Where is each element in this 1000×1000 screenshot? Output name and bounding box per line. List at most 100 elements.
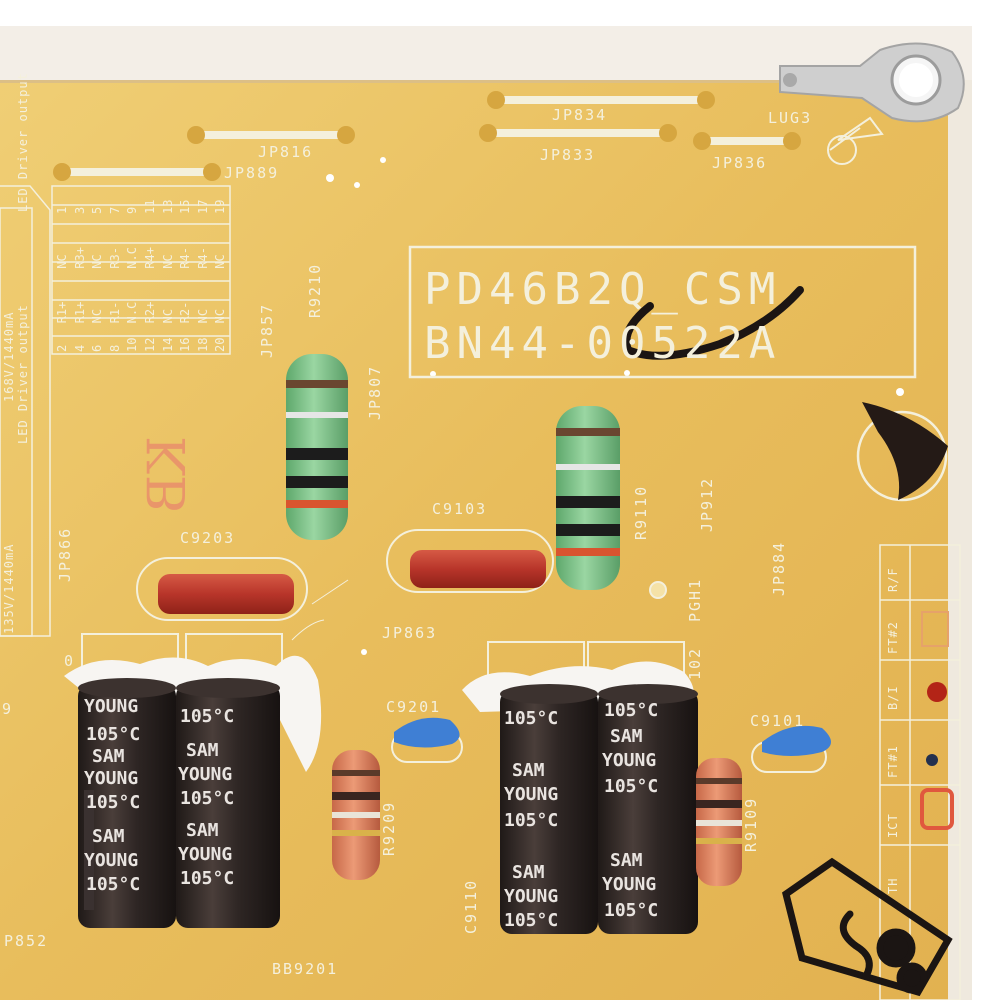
label-102: 102 bbox=[686, 646, 704, 680]
label-r9209: R9209 bbox=[380, 800, 398, 856]
cap3-text-d: 105°C bbox=[504, 810, 558, 831]
pin-table-cell: 18 bbox=[195, 337, 210, 352]
pin-table-cell: 1 bbox=[55, 206, 69, 215]
pin-table-cell: 11 bbox=[142, 199, 157, 215]
cap4-text-f: YOUNG bbox=[602, 874, 656, 895]
pin-table-cell: NC bbox=[90, 308, 105, 324]
cap3-text-c: YOUNG bbox=[504, 784, 558, 805]
pin-table-cell: 12 bbox=[142, 337, 157, 352]
label-jp834: JP834 bbox=[552, 106, 608, 124]
pin-table-cell: R2- bbox=[178, 301, 193, 324]
pin-table-row: 14 NC NC 13 bbox=[160, 188, 178, 352]
pin-table-cell: 5 bbox=[90, 206, 105, 215]
pin-table-cell: 4 bbox=[72, 344, 87, 352]
cap4-text-g: 105°C bbox=[604, 900, 658, 921]
cap3-text-b: SAM bbox=[512, 760, 545, 781]
qc-marks bbox=[920, 611, 954, 830]
pin-table-cell: 15 bbox=[178, 199, 193, 215]
electrolytic-capacitor-2 bbox=[176, 678, 280, 928]
test-row-ft2: FT#2 bbox=[886, 621, 900, 654]
cap3-text-a: 105°C bbox=[504, 708, 558, 729]
ceramic-capacitor-c9201 bbox=[391, 717, 463, 763]
pin-table-cell: R4- bbox=[178, 247, 193, 269]
resistor-r9110 bbox=[556, 380, 620, 624]
pin-table-cell: N.C bbox=[125, 247, 140, 269]
label-r9210: R9210 bbox=[306, 262, 324, 318]
cap2-text-e: SAM bbox=[186, 820, 219, 841]
pin-table-cell: NC bbox=[160, 254, 175, 269]
label-c9101: C9101 bbox=[750, 712, 806, 730]
test-row-th: TH bbox=[886, 877, 900, 894]
cap2-text-b: SAM bbox=[186, 740, 219, 761]
pin-table-cell: NC bbox=[213, 308, 228, 324]
cap1-text-d: YOUNG bbox=[84, 768, 138, 789]
pin-table-cell: NC bbox=[213, 254, 228, 269]
marker-box-scribble bbox=[782, 857, 953, 997]
test-row-bi: B/I bbox=[886, 685, 900, 710]
test-row-rf: R/F bbox=[886, 567, 900, 592]
label-r9110: R9110 bbox=[632, 484, 650, 540]
test-table-frame bbox=[879, 544, 961, 1000]
pin-table-cell: 2 bbox=[55, 344, 69, 352]
pin-table-cell: NC bbox=[160, 308, 175, 324]
label-jp884: JP884 bbox=[770, 540, 788, 596]
cap2-text-d: 105°C bbox=[180, 788, 234, 809]
resistor-r9210 bbox=[286, 330, 348, 572]
film-capacitor-c9103 bbox=[386, 529, 554, 593]
label-jp912: JP912 bbox=[698, 476, 716, 532]
label-jp857: JP857 bbox=[258, 302, 276, 358]
label-jp852: P852 bbox=[4, 932, 49, 950]
label-jp807: JP807 bbox=[366, 364, 384, 420]
test-row-ft1: FT#1 bbox=[886, 745, 900, 778]
led-driver-line-3: LED Driver output bbox=[16, 304, 30, 444]
pin-table-cell: 14 bbox=[160, 337, 175, 352]
label-bb9201: BB9201 bbox=[272, 960, 339, 978]
board-part-number: BN44-00522A bbox=[424, 318, 782, 369]
test-row-ict: ICT bbox=[886, 813, 900, 838]
label-c9103: C9103 bbox=[432, 500, 488, 518]
resistor-r9209 bbox=[332, 706, 380, 918]
pin-table-cell: 3 bbox=[72, 206, 87, 215]
pin-table-cell: 10 bbox=[125, 337, 140, 352]
cap1-text-c: SAM bbox=[92, 746, 125, 767]
cap1-text-g: YOUNG bbox=[84, 850, 138, 871]
film-capacitor-c9203 bbox=[136, 557, 308, 621]
lug-terminal bbox=[779, 42, 965, 123]
model-box bbox=[408, 245, 917, 379]
cap1-text-e: 105°C bbox=[86, 792, 140, 813]
pin-table-cell: 17 bbox=[195, 199, 210, 215]
pin-table-cell: NC bbox=[90, 254, 105, 269]
pin-table-cell: R1- bbox=[107, 301, 122, 324]
electrolytic-capacitor-4 bbox=[598, 684, 698, 934]
cap2-text-c: YOUNG bbox=[178, 764, 232, 785]
pin-table-cell: 13 bbox=[160, 199, 175, 215]
label-c9110: C9110 bbox=[462, 878, 480, 934]
vias bbox=[326, 157, 904, 655]
label-jp863: JP863 bbox=[382, 624, 438, 642]
electrolytic-capacitor-1 bbox=[78, 678, 176, 928]
cap1-text-a: YOUNG bbox=[84, 696, 138, 717]
label-jp833: JP833 bbox=[540, 146, 596, 164]
resistor-r9109 bbox=[696, 716, 742, 930]
label-jp866: JP866 bbox=[56, 526, 74, 582]
cap1-text-b: 105°C bbox=[86, 724, 140, 745]
cap4-text-d: 105°C bbox=[604, 776, 658, 797]
pin-table-cell: 8 bbox=[107, 344, 122, 352]
cap2-text-f: YOUNG bbox=[178, 844, 232, 865]
pin-table-cell: R2+ bbox=[142, 301, 157, 324]
label-r9109: R9109 bbox=[742, 796, 760, 852]
cap4-text-c: YOUNG bbox=[602, 750, 656, 771]
cap3-text-e: SAM bbox=[512, 862, 545, 883]
pin-table-cell: NC bbox=[55, 254, 69, 269]
label-c9203: C9203 bbox=[180, 529, 236, 547]
pin-table-cell: N.C bbox=[125, 301, 140, 324]
electrolytic-capacitor-3 bbox=[500, 684, 598, 934]
board-model: PD46B2Q_CSM bbox=[424, 264, 782, 315]
